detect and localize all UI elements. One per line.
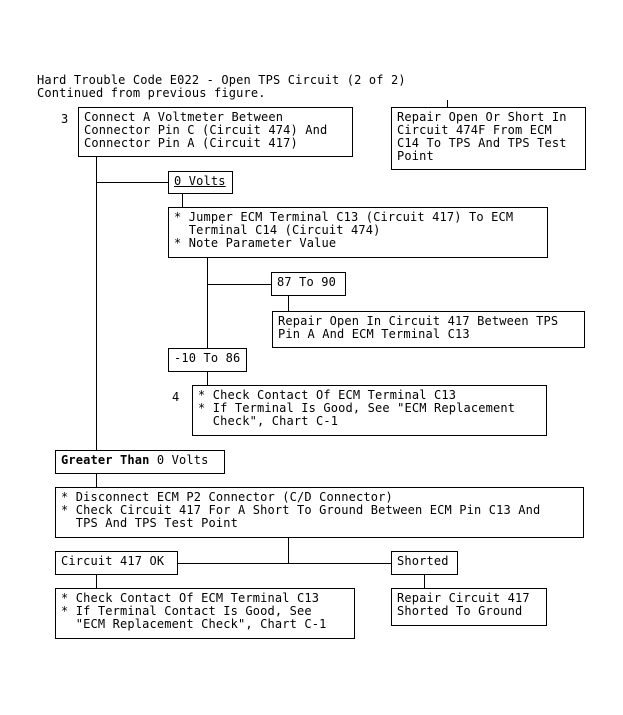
jumper-box: * Jumper ECM Terminal C13 (Circuit 417) … — [168, 207, 548, 258]
connector-line — [288, 296, 289, 311]
check-contact-box: * Check Contact Of ECM Terminal C13 * If… — [55, 588, 355, 639]
connector-line — [207, 284, 271, 285]
step-3-number: 3 — [61, 112, 69, 126]
step-4-number: 4 — [172, 390, 180, 404]
step-3-box: Connect A Voltmeter Between Connector Pi… — [78, 107, 353, 157]
connector-line — [182, 194, 183, 207]
connector-line — [207, 258, 208, 348]
greater-than-rest: 0 Volts — [149, 453, 209, 467]
connector-line — [96, 157, 97, 450]
zero-volts-box: 0 Volts — [168, 171, 233, 194]
repair-shorted-box: Repair Circuit 417 Shorted To Ground — [391, 588, 547, 626]
connector-line — [447, 100, 448, 107]
repair-474f-box: Repair Open Or Short In Circuit 474F Fro… — [391, 107, 586, 170]
range-87-90-box: 87 To 90 — [271, 272, 346, 296]
step-4-box: * Check Contact Of ECM Terminal C13 * If… — [192, 385, 547, 436]
connector-line — [178, 563, 391, 564]
greater-than-bold: Greater Than — [61, 453, 150, 467]
connector-line — [288, 538, 289, 563]
circuit-ok-box: Circuit 417 OK — [55, 551, 178, 575]
connector-line — [96, 575, 97, 588]
disconnect-box: * Disconnect ECM P2 Connector (C/D Conne… — [55, 487, 584, 538]
range-neg10-86-box: -10 To 86 — [168, 348, 247, 372]
connector-line — [96, 182, 168, 183]
chart-title: Hard Trouble Code E022 - Open TPS Circui… — [37, 73, 406, 87]
greater-than-box: Greater Than 0 Volts — [55, 450, 225, 474]
connector-line — [96, 474, 97, 487]
repair-417-open-box: Repair Open In Circuit 417 Between TPS P… — [272, 311, 585, 348]
connector-line — [424, 575, 425, 588]
continued-note: Continued from previous figure. — [37, 86, 266, 100]
connector-line — [207, 372, 208, 385]
shorted-box: Shorted — [391, 551, 458, 575]
